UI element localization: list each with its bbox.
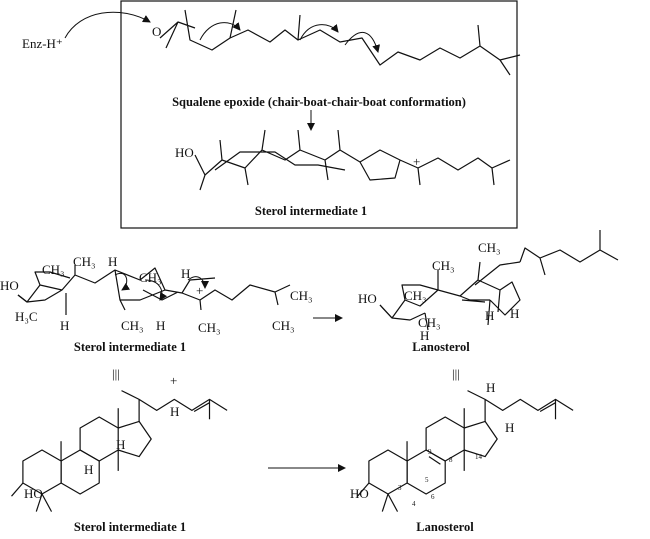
ho-label: HO	[350, 486, 369, 501]
atom-number: 8	[449, 456, 453, 464]
ch3-label: CH₃	[73, 254, 96, 269]
ch3-label: CH₃	[42, 262, 65, 277]
equivalence-symbol: |||	[452, 366, 460, 381]
atom-number: 9	[428, 448, 432, 456]
atom-number: 14	[475, 453, 483, 461]
h-label: H	[420, 328, 429, 343]
hydroxyl-bond	[357, 482, 370, 497]
atom-number: 5	[425, 476, 429, 484]
ch3-label: CH₃	[478, 240, 501, 255]
ho-label: HO	[24, 486, 43, 501]
sterol-intermediate-skeletal: HO H H H + Sterol intermediate 1	[11, 373, 228, 534]
ch3-label: CH₃	[418, 315, 441, 330]
lanosterol-skeletal: HO H H 8 9 14 5 6 3 4 Lanosterol	[350, 380, 574, 534]
carbocation-charge: +	[170, 373, 177, 388]
ch3-label: CH₃	[404, 288, 427, 303]
ch3-label: CH₃	[432, 258, 455, 273]
curved-arrow	[144, 279, 168, 301]
curved-arrow	[64, 11, 151, 39]
intermediate-caption-top: Sterol intermediate 1	[255, 204, 367, 218]
ring-a	[22, 449, 62, 495]
sterol-intermediate-3d: HO H₃C CH₃ CH₃ H CH₃ H + H CH₃ H CH₃ CH₃…	[0, 254, 313, 354]
lanosterol-3d-bonds	[379, 230, 619, 331]
ch3-label: CH₃	[198, 320, 221, 335]
ring-a	[368, 449, 408, 495]
intermediate-caption: Sterol intermediate 1	[74, 340, 186, 354]
curved-arrow	[187, 276, 209, 289]
equivalence-symbol: |||	[112, 366, 120, 381]
side-chain	[467, 390, 574, 422]
h-label: H	[505, 420, 514, 435]
h-label: H	[156, 318, 165, 333]
atom-number: 6	[431, 493, 435, 501]
h-label: H	[486, 380, 495, 395]
curved-arrow	[114, 272, 131, 291]
curved-arrow	[344, 32, 381, 53]
h-label: H	[181, 266, 190, 281]
curved-arrow	[299, 24, 339, 41]
atom-number: 4	[412, 500, 416, 508]
gem-dimethyl-bonds	[381, 493, 399, 512]
ring-c	[79, 416, 119, 462]
top-panel: Enz-H⁺ O Squalene epoxide (chair-boat-ch…	[22, 0, 521, 229]
ring-b	[406, 449, 446, 495]
h-label: H	[510, 306, 519, 321]
lanosterol-3d: HO CH₃ CH₃ CH₃ CH₃ H H H Lanosterol	[358, 230, 619, 354]
h-label: H	[108, 254, 117, 269]
h-label: H	[485, 308, 494, 323]
curved-arrow	[199, 22, 241, 41]
intermediate-caption-bottom: Sterol intermediate 1	[74, 520, 186, 534]
enzyme-label: Enz-H⁺	[22, 36, 63, 51]
panel-border	[120, 0, 518, 229]
lanosterol-caption-bottom: Lanosterol	[416, 520, 474, 534]
ring-d	[118, 420, 152, 458]
ring-c	[425, 416, 465, 462]
hydroxyl-label: HO	[175, 145, 194, 160]
lanosterol-caption: Lanosterol	[412, 340, 470, 354]
h3c-label: H₃C	[15, 309, 38, 324]
ho-label: HO	[358, 291, 377, 306]
squalene-caption: Squalene epoxide (chair-boat-chair-boat …	[172, 95, 466, 109]
h-label: H	[170, 404, 179, 419]
epoxide-oxygen: O	[152, 24, 161, 39]
carbocation-charge: +	[196, 283, 203, 298]
ch3-label: CH₃	[139, 270, 162, 285]
h-label: H	[116, 437, 125, 452]
wedge-bond	[379, 304, 393, 319]
gem-dimethyl-bonds	[35, 493, 53, 512]
ch3-label: CH₃	[290, 288, 313, 303]
side-chain	[121, 390, 228, 422]
double-bond	[428, 456, 441, 465]
wedge-bond	[17, 294, 28, 303]
h-label: H	[84, 462, 93, 477]
h-label: H	[60, 318, 69, 333]
sterol-intermediate-top-structure	[194, 129, 511, 191]
carbocation-charge: +	[413, 154, 420, 169]
ring-b	[60, 449, 100, 495]
hydroxyl-bond	[11, 482, 24, 497]
ch3-label: CH₃	[272, 318, 295, 333]
ring-d	[464, 420, 498, 458]
atom-number: 3	[398, 484, 402, 492]
ch3-label: CH₃	[121, 318, 144, 333]
ho-label: HO	[0, 278, 19, 293]
squalene-epoxide-structure	[159, 9, 521, 76]
